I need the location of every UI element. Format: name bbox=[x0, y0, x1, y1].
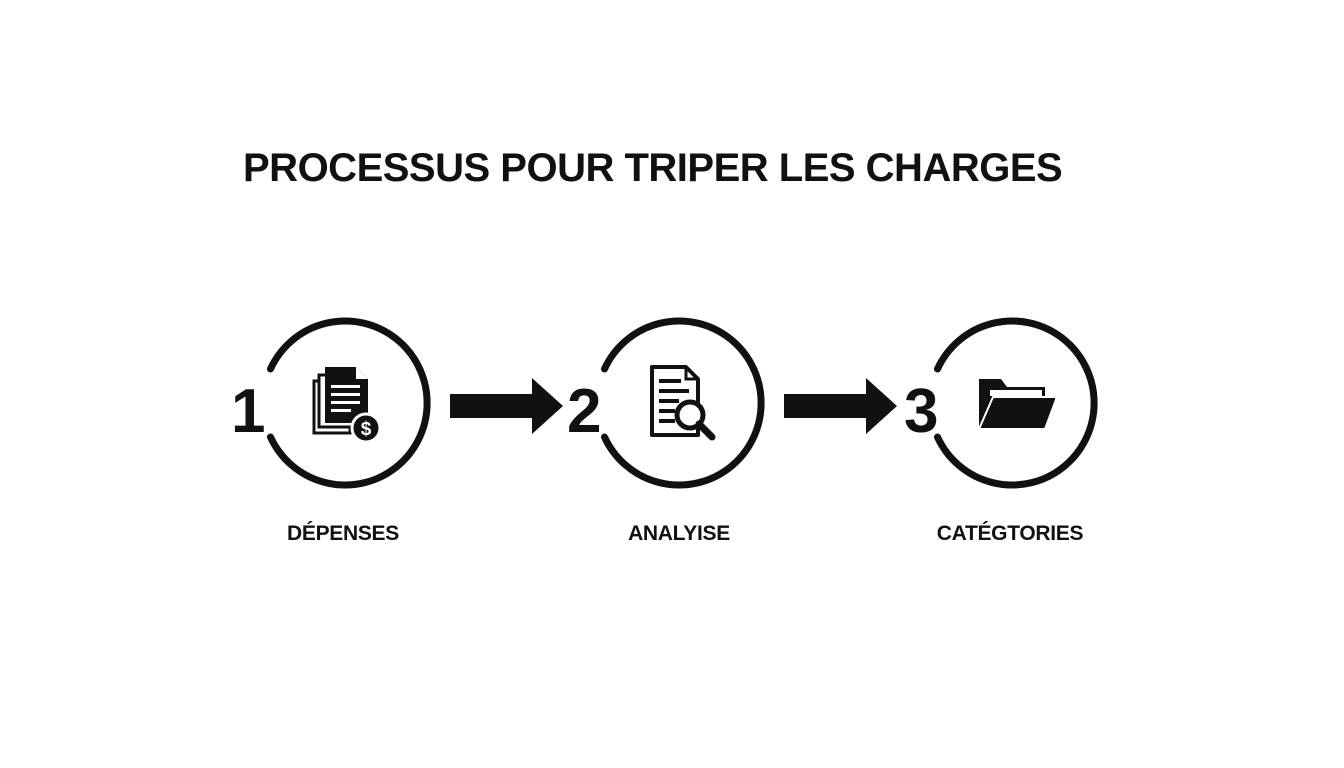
step-3-ring bbox=[934, 317, 1098, 489]
svg-text:$: $ bbox=[361, 419, 372, 440]
diagram-title: PROCESSUS POUR TRIPER LES CHARGES bbox=[243, 146, 1063, 190]
document-search-icon bbox=[650, 365, 716, 441]
step-1: 1 $ bbox=[231, 313, 433, 493]
arrow-2-to-3 bbox=[784, 378, 897, 434]
document-dollar-icon: $ bbox=[312, 367, 382, 443]
step-1-label: DÉPENSES bbox=[287, 522, 399, 545]
step-2-number: 2 bbox=[567, 377, 602, 446]
step-2-label: ANALYISE bbox=[628, 522, 730, 545]
step-3-number: 3 bbox=[904, 377, 939, 446]
step-3: 3 bbox=[904, 313, 1100, 493]
step-2: 2 bbox=[567, 313, 767, 493]
arrow-1-to-2 bbox=[450, 378, 563, 434]
step-2-ring bbox=[601, 317, 765, 489]
folder-icon bbox=[978, 379, 1055, 430]
step-1-number: 1 bbox=[231, 377, 266, 446]
step-1-ring bbox=[267, 317, 431, 489]
step-3-label: CATÉGTORIES bbox=[936, 522, 1084, 545]
